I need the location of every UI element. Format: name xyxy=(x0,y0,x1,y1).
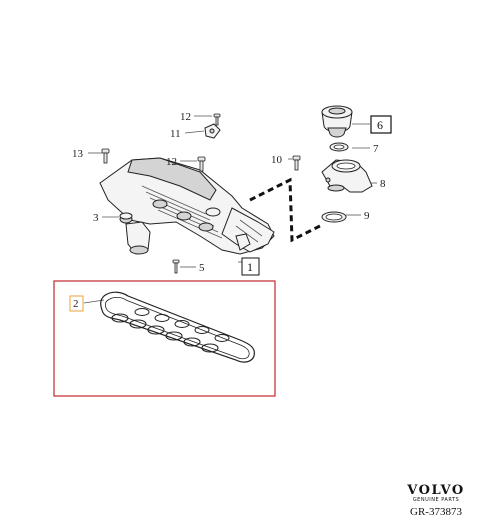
bolt-13 xyxy=(101,148,110,164)
brand-subtitle: GENUINE PARTS xyxy=(412,497,460,503)
routing-dashes xyxy=(249,177,321,243)
callout-12-top: 12 xyxy=(180,111,191,123)
callout-10: 10 xyxy=(271,154,283,166)
volvo-brand-mark: VOLVO GENUINE PARTS xyxy=(404,484,468,504)
valve-cover-assembly xyxy=(99,157,275,255)
valve-cover-gasket-2 xyxy=(100,291,255,363)
callout-labels: 13 12 11 12 3 5 10 7 8 9 xyxy=(72,111,386,274)
callout-13: 13 xyxy=(72,148,84,160)
callout-8: 8 xyxy=(380,178,386,190)
bolt-5 xyxy=(172,259,180,274)
callout-7: 7 xyxy=(373,143,379,155)
leader-lines xyxy=(88,115,377,268)
filler-neck-8 xyxy=(321,159,373,193)
drawing-reference: GR-373873 xyxy=(410,506,462,518)
callout-5: 5 xyxy=(199,262,205,274)
gasket-seal-rings xyxy=(111,308,230,353)
bracket-11 xyxy=(204,123,221,139)
callout-2: 2 xyxy=(73,298,79,310)
callout-11: 11 xyxy=(170,128,181,140)
brand-name: VOLVO xyxy=(407,483,465,498)
callout-12-lower: 12 xyxy=(166,156,177,168)
callout-1: 1 xyxy=(247,260,253,274)
gasket-detail-frame: 2 xyxy=(53,280,276,397)
callout-9: 9 xyxy=(364,210,370,222)
callout-1-box: 1 xyxy=(241,257,260,276)
bolt-12-lower xyxy=(197,156,206,172)
grommet-3 xyxy=(119,212,133,224)
callout-6-box: 6 xyxy=(370,115,392,134)
bolt-10 xyxy=(292,155,301,171)
callout-3: 3 xyxy=(93,212,99,224)
seal-ring-7 xyxy=(329,142,349,152)
oil-filler-cap-6 xyxy=(321,105,353,138)
bolt-12-top xyxy=(213,113,221,126)
o-ring-9 xyxy=(321,211,347,223)
callout-6: 6 xyxy=(377,118,383,132)
